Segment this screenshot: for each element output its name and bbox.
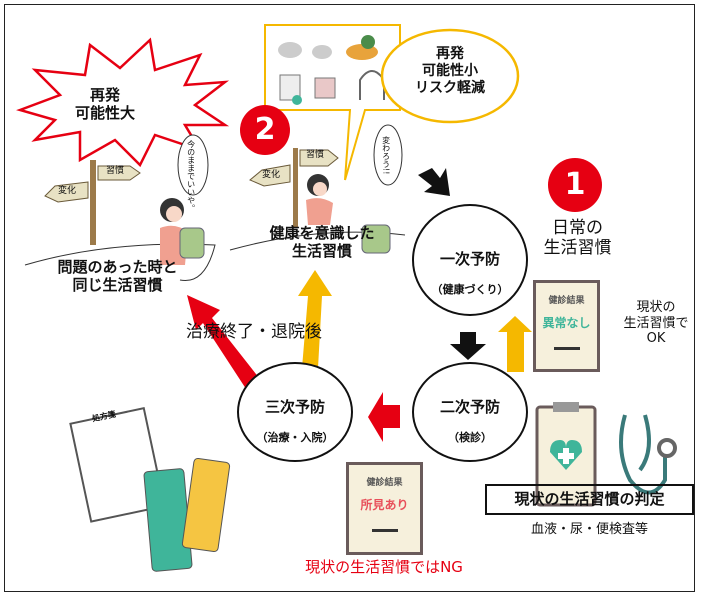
tertiary-title: 三次予防: [264, 398, 325, 416]
sign-habit-right: 習慣: [306, 150, 325, 160]
secondary-prevention: 二次予防 （検診）: [412, 362, 528, 462]
left-caption-line2: 同じ生活習慣: [72, 276, 163, 294]
prescription-icon: [69, 407, 231, 572]
ellipse-line3: リスク軽減: [415, 79, 485, 96]
sign-habit-left: 習慣: [106, 166, 125, 176]
starburst-line2: 可能性大: [75, 104, 136, 122]
ok-note: 現状の 生活習慣で OK: [618, 300, 694, 347]
ok-note-line3: OK: [646, 331, 666, 347]
daily-habit: 日常の 生活習慣: [535, 218, 620, 259]
daily-line2: 生活習慣: [543, 238, 612, 259]
signpost-left: [44, 160, 141, 245]
result-card-ng: 健診結果 所見あり: [346, 462, 423, 555]
ok-note-line2: 生活習慣で: [623, 315, 689, 331]
mid-caption-line1: 健康を意識した: [269, 224, 375, 242]
secondary-title: 二次予防: [439, 398, 500, 416]
judgement-sub: 血液・尿・便検査等: [530, 522, 648, 537]
person-left: [160, 198, 205, 265]
ellipse-text: 再発 可能性小 リスク軽減: [398, 46, 502, 96]
daily-line1: 日常の: [552, 218, 603, 238]
thought-left-text: 今のままでいいや。: [186, 140, 196, 212]
black-arrow-down: [450, 332, 486, 360]
black-arrow-to-primary: [418, 168, 450, 196]
starburst-line1: 再発: [90, 86, 121, 104]
left-caption: 問題のあった時と 同じ生活習慣: [40, 258, 195, 294]
card-ng-line: [371, 529, 398, 532]
red-arrow-diagonal: [187, 295, 263, 395]
left-caption-line1: 問題のあった時と: [57, 258, 178, 276]
judgement-box: 現状の生活習慣の判定: [485, 484, 694, 515]
result-card-ok: 健診結果 異常なし: [533, 280, 600, 372]
signpost-right: [249, 148, 339, 228]
starburst-shape: [16, 37, 230, 168]
primary-prevention: 一次予防 （健康づくり）: [412, 204, 528, 316]
sign-change-right: 変化: [262, 170, 281, 180]
card-ng-header: 健診結果: [366, 478, 403, 488]
yellow-arrow-up-mid: [298, 270, 332, 368]
mid-caption: 健康を意識した 生活習慣: [252, 224, 392, 260]
starburst-text: 再発 可能性大: [75, 86, 135, 122]
ng-note: 現状の生活習慣ではNG: [305, 558, 463, 576]
red-arrow-left: [368, 392, 400, 442]
mid-caption-line2: 生活習慣: [291, 242, 352, 260]
stethoscope-icon: [619, 414, 677, 495]
badge-2: 2: [240, 105, 290, 155]
thought-right-text: 変わろう!!: [381, 135, 391, 175]
primary-sub: （健康づくり）: [431, 283, 509, 296]
secondary-sub: （検診）: [448, 431, 492, 444]
after-treatment-label: 治療終了・退院後: [186, 322, 322, 342]
ellipse-line2: 可能性小: [422, 62, 478, 79]
person-right: [306, 174, 391, 254]
clipboard-icon: [535, 402, 597, 507]
ok-note-line1: 現状の: [636, 300, 676, 315]
card-ng-result: 所見あり: [360, 498, 409, 512]
tertiary-prevention: 三次予防 （治療・入院）: [237, 362, 353, 462]
card-ok-line: [553, 347, 580, 350]
risk-ellipse: [380, 28, 520, 124]
badge-1: 1: [548, 158, 602, 212]
card-ok-result: 異常なし: [542, 316, 591, 330]
tertiary-sub: （治療・入院）: [256, 431, 334, 444]
frame: [4, 4, 695, 592]
card-ok-header: 健診結果: [548, 296, 585, 306]
ellipse-line1: 再発: [436, 46, 464, 62]
food-icons: [278, 35, 385, 105]
sign-change-left: 変化: [58, 186, 77, 196]
yellow-arrow-up-right: [498, 316, 532, 372]
primary-title: 一次予防: [439, 250, 500, 268]
thought-bubble-right: [373, 124, 403, 186]
thought-bubble-left: [177, 134, 209, 196]
